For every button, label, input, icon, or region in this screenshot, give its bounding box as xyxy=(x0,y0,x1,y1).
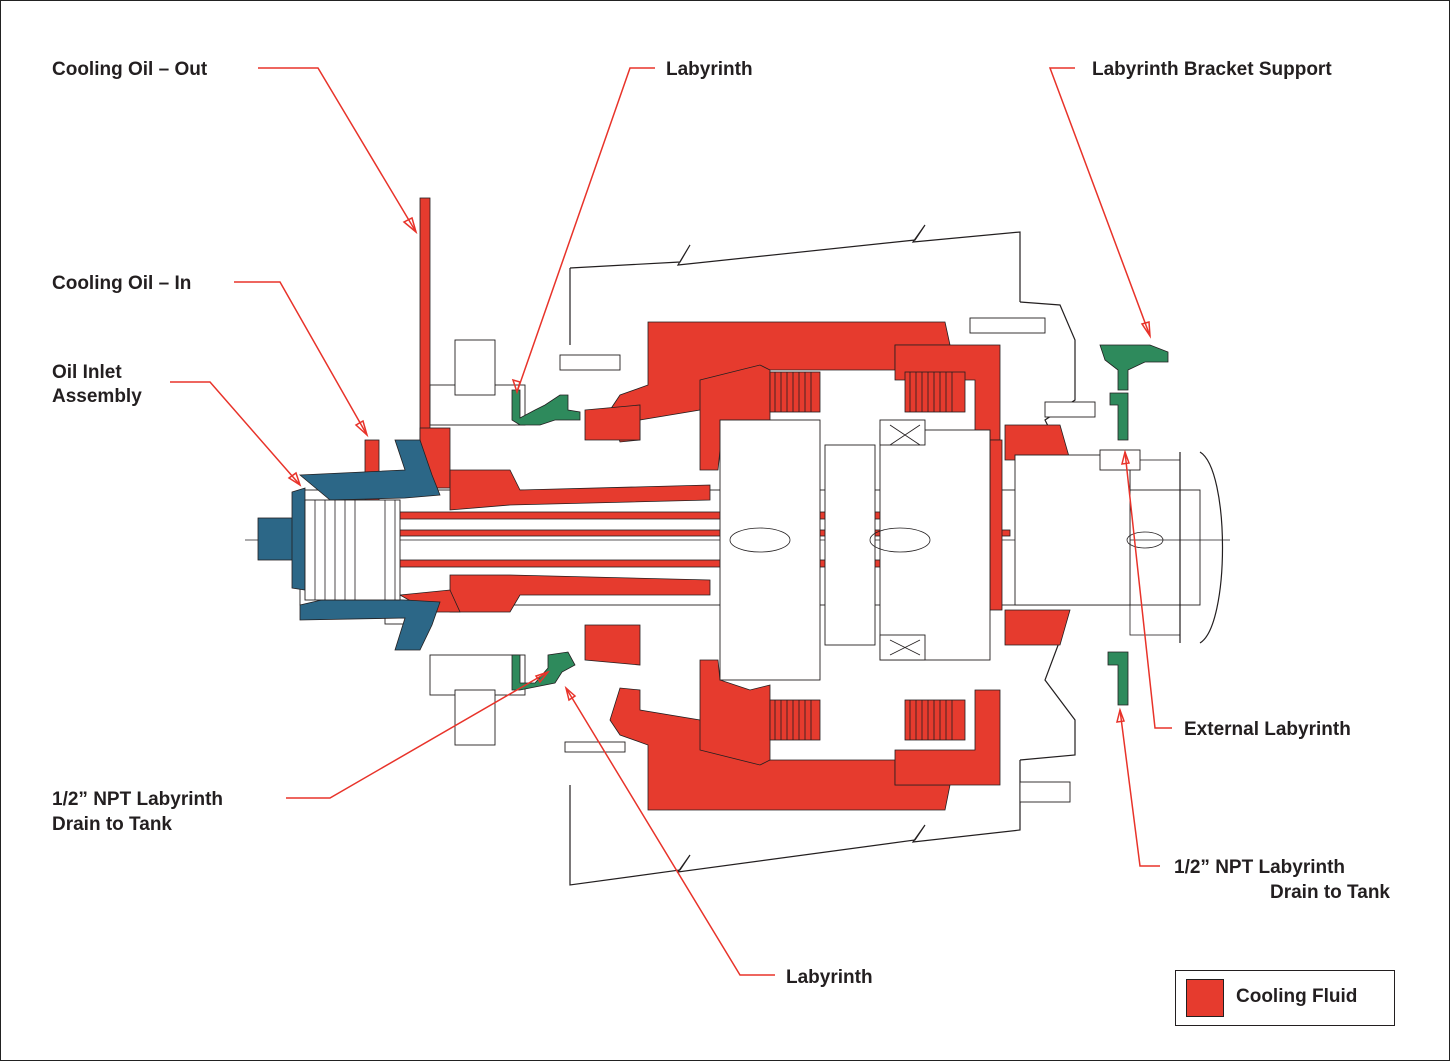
leader-lines xyxy=(170,67,1172,976)
label-cooling-oil-out: Cooling Oil – Out xyxy=(52,59,208,80)
arrowhead-cooling-oil-out xyxy=(402,216,418,235)
label-labyrinth-bottom: Labyrinth xyxy=(786,967,873,988)
disc-stack-upper-right xyxy=(904,371,966,413)
labyrinth-seals xyxy=(511,344,1169,706)
disc-stack-upper-left xyxy=(769,371,821,413)
label-oil-inlet-line1: Oil Inlet xyxy=(52,362,122,383)
legend: Cooling Fluid xyxy=(1175,970,1395,1026)
label-external-labyrinth: External Labyrinth xyxy=(1184,719,1351,740)
oil-inlet-assembly xyxy=(257,439,441,651)
label-npt-drain-left-line1: 1/2” NPT Labyrinth xyxy=(52,789,223,810)
cooling-fluid-passages xyxy=(299,197,1071,811)
label-cooling-oil-in: Cooling Oil – In xyxy=(52,273,191,294)
label-labyrinth-top: Labyrinth xyxy=(666,59,753,80)
disc-stack-lower-left xyxy=(769,699,821,741)
label-npt-drain-right-line1: 1/2” NPT Labyrinth xyxy=(1174,857,1345,878)
housing-outline xyxy=(569,224,1076,886)
label-labyrinth-bracket-support: Labyrinth Bracket Support xyxy=(1092,59,1332,80)
callout-labels: Cooling Oil – Out Cooling Oil – In Oil I… xyxy=(52,59,1390,988)
legend-swatch-cooling-fluid xyxy=(1186,979,1224,1017)
friction-disc-stacks xyxy=(769,371,966,741)
label-oil-inlet-line2: Assembly xyxy=(52,386,142,407)
label-npt-drain-left-line2: Drain to Tank xyxy=(52,814,172,835)
disc-stack-lower-right xyxy=(904,699,966,741)
label-npt-drain-right-line2: Drain to Tank xyxy=(1270,882,1390,903)
inner-hub-parts xyxy=(719,419,1164,681)
legend-label: Cooling Fluid xyxy=(1236,986,1358,1007)
